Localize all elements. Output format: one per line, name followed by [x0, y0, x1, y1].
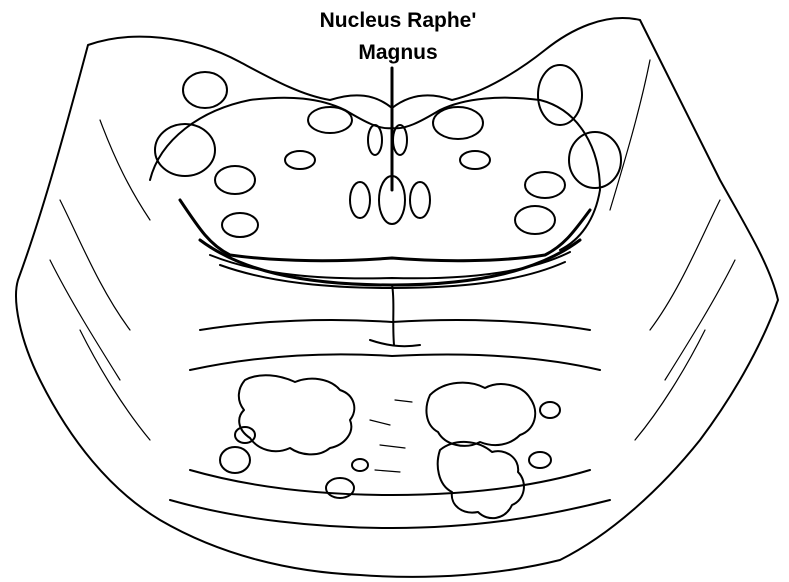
label-line-1: Nucleus Raphe' — [288, 8, 508, 33]
midline — [392, 285, 394, 345]
section-outline — [16, 18, 778, 577]
label-line-2: Magnus — [288, 40, 508, 65]
dark-band — [180, 200, 590, 261]
pontine-nuclei-right — [426, 383, 535, 446]
pontine-nuclei-left — [239, 375, 354, 454]
